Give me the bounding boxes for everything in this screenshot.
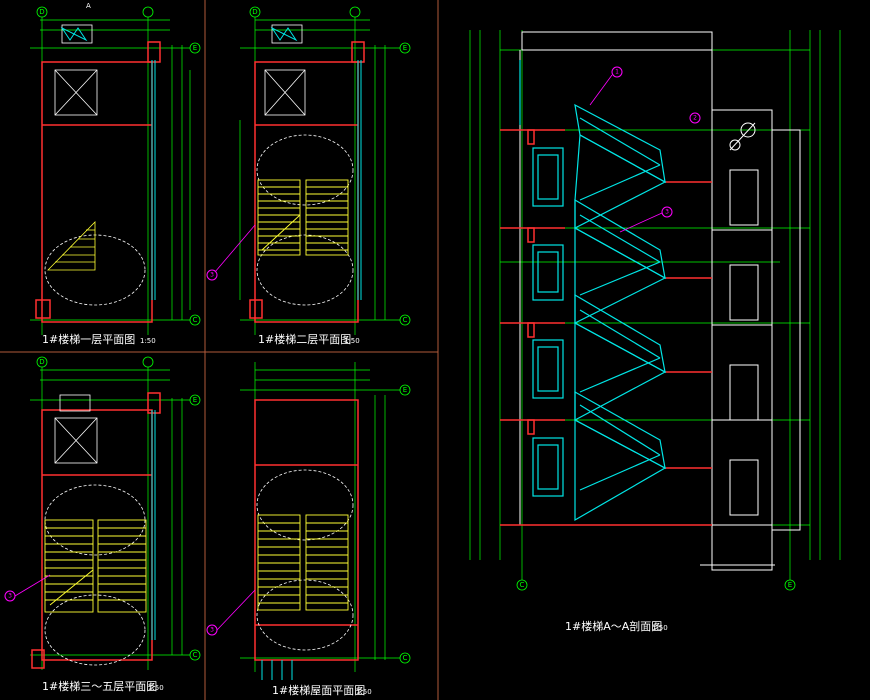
section-callout-1: 1 [615, 69, 619, 76]
stair-treads [257, 179, 349, 256]
section-axis-right: E [788, 581, 792, 589]
axis-right-bottom-label: C [193, 651, 198, 659]
axis-top-label: D [252, 8, 257, 16]
callout-3-tag: 3 [210, 627, 214, 634]
axis-right-bottom-label: C [403, 316, 408, 324]
axis-right-top-label: E [193, 44, 197, 52]
plan-first-floor: D E C A 1#楼梯一层平面图 1:50 [30, 2, 201, 346]
axis-right-bottom-label: C [403, 654, 408, 662]
callout-3-tag: 3 [8, 593, 12, 600]
section-mark-label: A [86, 2, 91, 10]
stair-treads [257, 514, 349, 611]
axis-right-bottom-label: C [193, 316, 198, 324]
axis-right-top-label: E [403, 386, 407, 394]
section-callout-2: 2 [693, 115, 697, 122]
plan-roof: 3 E C 1#楼梯屋面平面图 1:50 [206, 362, 411, 697]
plan-third-to-fifth-floor: 3 D E C 1#楼梯三～五层平面图 1:50 [4, 356, 201, 693]
axis-top-label: D [39, 8, 44, 16]
section-a-a: 1 2 3 C E 1#楼梯A～A剖面图 1:50 [469, 30, 841, 633]
plan-scale: 1:50 [356, 688, 372, 696]
stair-flights [519, 60, 667, 522]
axis-right-top-label: E [403, 44, 407, 52]
plan-scale: 1:50 [344, 337, 360, 345]
plan-scale: 1:50 [140, 337, 156, 345]
plan-title: 1#楼梯三～五层平面图 [42, 679, 157, 693]
section-axis-left: C [520, 581, 525, 589]
panel-dividers [0, 0, 439, 700]
plan-title: 1#楼梯一层平面图 [42, 332, 135, 346]
callout-3-tag: 3 [210, 272, 214, 279]
plan-second-floor: 3 D E C 1#楼梯二层平面图 1:50 [206, 6, 411, 346]
stair-treads [44, 519, 147, 613]
plan-title: 1#楼梯二层平面图 [258, 332, 351, 346]
axis-top-label: D [39, 358, 44, 366]
section-title: 1#楼梯A～A剖面图 [565, 619, 662, 633]
section-callout-3: 3 [665, 209, 669, 216]
plan-title: 1#楼梯屋面平面图 [272, 683, 365, 697]
plan-scale: 1:50 [148, 684, 164, 692]
axis-right-top-label: E [193, 396, 197, 404]
section-scale: 1:50 [652, 624, 668, 632]
